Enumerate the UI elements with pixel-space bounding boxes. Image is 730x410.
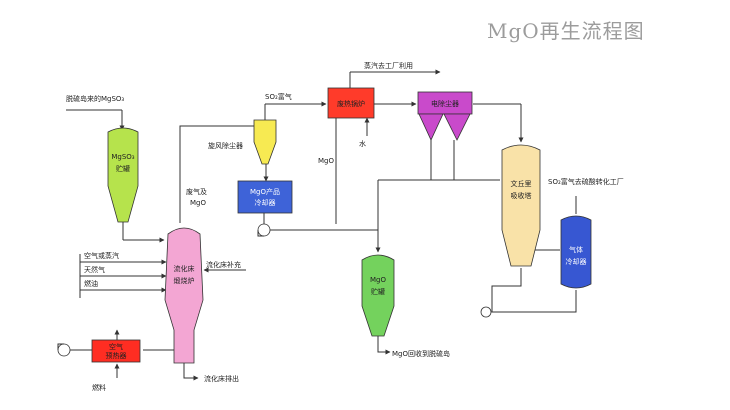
fluid-bed-label-1: 流化床 xyxy=(174,264,195,273)
mgo-line-label: MgO xyxy=(318,157,334,165)
discharge-line xyxy=(183,363,199,381)
fluid-bed-label-2: 煅烧炉 xyxy=(174,276,195,285)
cyclone-label: 旋风除尘器 xyxy=(208,141,243,150)
venturi-label-2: 吸收塔 xyxy=(511,191,532,200)
cyclone-separator xyxy=(253,119,277,165)
so2-to-acid-label: SO₂富气去硫酸转化工厂 xyxy=(548,177,624,186)
feed-mgso3-label: 脱硫岛来的MgSO₃ xyxy=(66,94,124,103)
water-label: 水 xyxy=(359,139,366,148)
mgo-product-cooler: MgO产品 冷却器 xyxy=(237,180,293,214)
electrostatic-precipitator: 电除尘器 xyxy=(417,91,473,141)
gas-and-mgo-label-2: MgO xyxy=(190,199,206,207)
fan-icon xyxy=(57,343,71,357)
mgso3-tank-label-2: 贮罐 xyxy=(116,164,130,173)
fan-icon xyxy=(257,223,271,237)
mgo-product-label-1: MgO产品 xyxy=(250,187,280,196)
natural-gas-label: 天然气 xyxy=(84,265,105,274)
air-preheater-label-2: 预热器 xyxy=(106,351,127,360)
silo-to-recycle xyxy=(377,336,391,355)
steam-out-label: 蒸汽去工厂利用 xyxy=(364,61,413,70)
gas-cooler-label-1: 气体 xyxy=(569,245,583,254)
mgo-silo-label-2: 贮罐 xyxy=(371,287,385,296)
gas-cooler-label-2: 冷却器 xyxy=(566,257,587,266)
diagram-title: MgO再生流程图 xyxy=(487,19,645,43)
bed-discharge-label: 流化床排出 xyxy=(204,374,239,383)
bed-makeup-label: 流化床补充 xyxy=(206,260,241,269)
venturi-to-cooler xyxy=(530,249,560,266)
mgso3-tank: MgSO₃ 贮罐 xyxy=(107,127,139,223)
mgo-silo-label-1: MgO xyxy=(370,276,386,284)
venturi-label-1: 文丘里 xyxy=(511,179,532,188)
air-preheater: 空气 预热器 xyxy=(91,339,141,363)
air-or-steam-label: 空气或蒸汽 xyxy=(84,251,119,260)
so2-rich-gas-label: SO₂富气 xyxy=(265,92,292,101)
esp-label: 电除尘器 xyxy=(431,99,459,108)
waste-boiler-label: 废热锅炉 xyxy=(337,99,365,108)
fluid-bed-calciner: 流化床 煅烧炉 xyxy=(164,227,204,364)
gas-and-mgo-label-1: 废气及 xyxy=(186,187,207,196)
fan-icon xyxy=(480,306,492,318)
mgo-silo: MgO 贮罐 xyxy=(361,254,395,337)
circulation-loop xyxy=(491,268,577,313)
fuel-label: 燃料 xyxy=(92,383,106,392)
gas-cooler: 气体 冷却器 xyxy=(560,215,592,289)
venturi-absorber: 文丘里 吸收塔 xyxy=(501,144,541,267)
air-preheater-label-1: 空气 xyxy=(109,342,123,351)
waste-heat-boiler: 废热锅炉 xyxy=(327,87,375,119)
mgo-product-label-2: 冷却器 xyxy=(255,198,276,207)
fuel-oil-label: 燃油 xyxy=(84,279,98,288)
mgo-recycle-label: MgO回收到脱硫岛 xyxy=(392,349,450,358)
bed-to-cyclone xyxy=(179,125,254,223)
mgso3-tank-label-1: MgSO₃ xyxy=(111,153,134,161)
